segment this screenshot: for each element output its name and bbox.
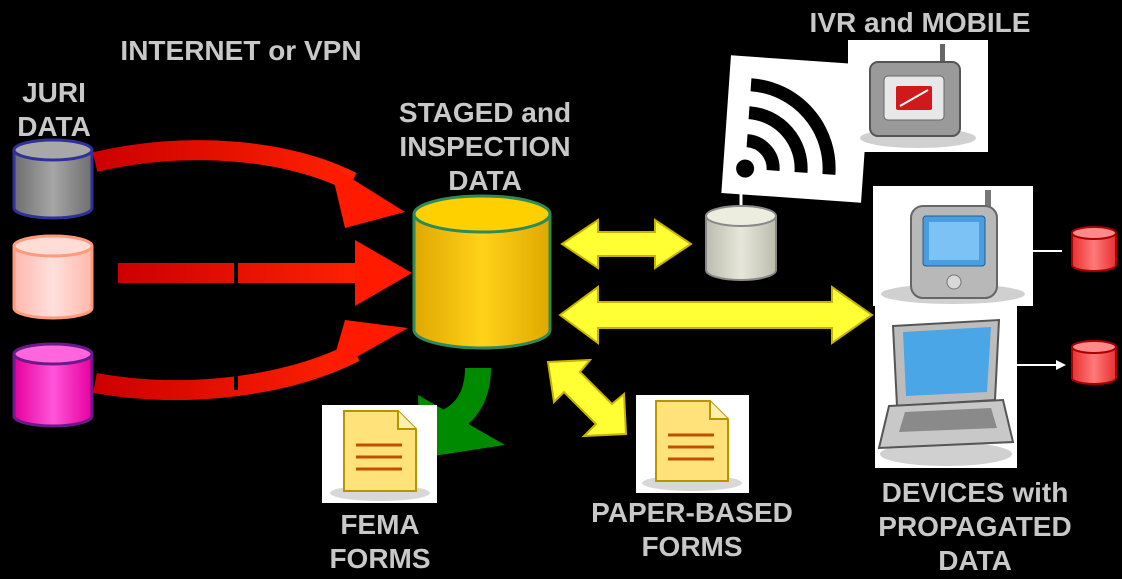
arrow-staged-to-devices xyxy=(558,285,874,345)
label-juri: JURI DATA xyxy=(17,77,91,142)
arrow-staged-to-mobile xyxy=(560,218,693,270)
document-icon xyxy=(322,405,437,503)
label-fema: FEMA FORMS xyxy=(329,509,431,574)
pda-phone-icon xyxy=(873,186,1033,306)
arrow-juri-middle xyxy=(118,240,412,306)
database-ivr xyxy=(705,162,777,281)
database-peach xyxy=(12,234,94,320)
label-devices: DEVICES with PROPAGATED DATA xyxy=(878,477,1072,576)
document-icon xyxy=(636,395,749,493)
database-staged xyxy=(412,194,552,350)
arrow-staged-to-fema xyxy=(418,367,505,458)
label-paper: PAPER-BASED FORMS xyxy=(591,497,793,562)
arrow-juri-top xyxy=(92,140,405,228)
arrow-staged-to-paper xyxy=(546,358,628,438)
label-internet: INTERNET or VPN xyxy=(120,35,362,66)
label-ivr: IVR and MOBILE xyxy=(809,7,1031,38)
wireless-signal-icon xyxy=(721,55,871,203)
database-device-laptop xyxy=(1071,340,1117,385)
label-staged: STAGED and INSPECTION DATA xyxy=(398,97,572,196)
database-device-pda xyxy=(1071,226,1117,272)
database-magenta xyxy=(12,342,94,428)
laptop-icon xyxy=(875,306,1017,468)
flip-phone-icon xyxy=(848,40,988,152)
database-gray xyxy=(12,138,94,220)
arrow-juri-bottom xyxy=(93,320,408,401)
